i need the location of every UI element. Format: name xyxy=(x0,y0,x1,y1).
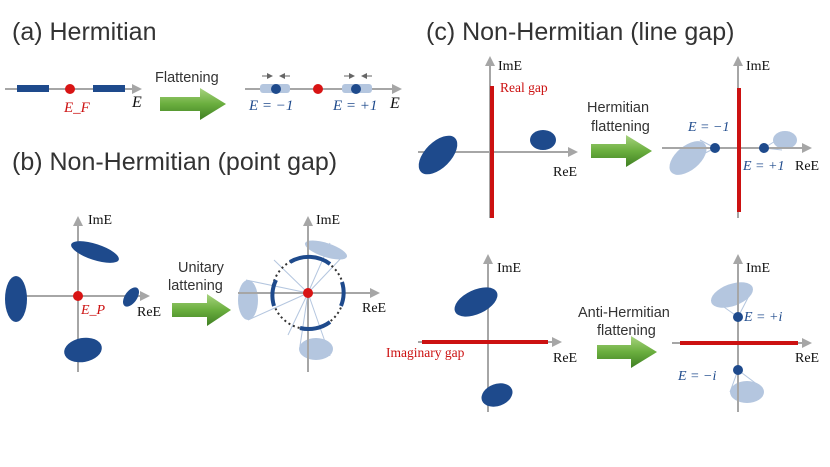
anti-hermitian-flattening-arrow xyxy=(597,336,657,368)
fermi-label: E_F xyxy=(63,100,91,116)
hermitian-label-line1: Hermitian xyxy=(587,100,649,116)
panel-b: (b) Non-Hermitian (point gap) ImE ReE E_… xyxy=(5,148,386,372)
panel-a: (a) Hermitian E_F E Flattening E = −1 E … xyxy=(5,18,402,120)
unitary-flattening-arrow xyxy=(172,294,231,326)
im-axis-label: ImE xyxy=(497,261,521,276)
band-blob xyxy=(64,337,102,363)
flattened-arc xyxy=(288,254,332,266)
panel-a-heading: (a) Hermitian xyxy=(12,18,156,46)
flat-point-minus-i xyxy=(733,365,743,375)
re-axis-label: ReE xyxy=(553,165,577,180)
flattened-arc xyxy=(339,281,346,307)
band-segment-left xyxy=(17,85,49,92)
flattened-arc xyxy=(299,320,332,332)
im-axis-label-right: ImE xyxy=(316,213,340,228)
band-blob xyxy=(481,383,513,407)
flattening-label: Flattening xyxy=(155,70,219,86)
im-axis-label: ImE xyxy=(746,59,770,74)
band-blob xyxy=(123,287,139,307)
flat-point-plus-i xyxy=(733,312,743,322)
anti-hermitian-label-line2: flattening xyxy=(597,323,656,339)
imaginary-gap-label: Imaginary gap xyxy=(386,345,465,360)
re-axis-label: ReE xyxy=(553,351,577,366)
energy-axis-label-right: E xyxy=(389,95,400,112)
panel-c-heading: (c) Non-Hermitian (line gap) xyxy=(426,18,734,46)
re-axis-label-left: ReE xyxy=(137,305,161,320)
faded-band-blob xyxy=(304,240,348,260)
panel-c: (c) Non-Hermitian (line gap) ImE Real ga… xyxy=(386,18,819,412)
band-blob xyxy=(454,287,498,317)
band-segment-right xyxy=(93,85,125,92)
flattening-arrow xyxy=(160,88,226,120)
anti-hermitian-label-line1: Anti-Hermitian xyxy=(578,305,670,321)
unitary-label-line2: lattening xyxy=(168,278,223,294)
reference-point-dot xyxy=(73,291,83,301)
re-axis-label: ReE xyxy=(795,159,819,174)
re-axis-label-right: ReE xyxy=(362,301,386,316)
unitary-label-line1: Unitary xyxy=(178,260,225,276)
im-axis-label: ImE xyxy=(498,59,522,74)
re-axis-label: ReE xyxy=(795,351,819,366)
hermitian-label-line2: flattening xyxy=(591,119,650,135)
faded-band-blob xyxy=(238,280,258,320)
flat-plus-i-label: E = +i xyxy=(743,310,782,325)
band-blob xyxy=(530,130,556,150)
point-gap-label: E_P xyxy=(80,303,106,318)
im-axis-label: ImE xyxy=(746,261,770,276)
flattened-arc xyxy=(270,279,278,307)
flat-band-dot-minus xyxy=(271,84,281,94)
faded-band-blob xyxy=(710,282,754,308)
reference-point-dot-right xyxy=(303,288,313,298)
band-blob xyxy=(418,135,458,175)
energy-axis-label: E xyxy=(131,94,142,111)
faded-band-blob xyxy=(730,381,764,403)
flat-plus-label: E = +1 xyxy=(742,159,784,174)
band-blob xyxy=(71,241,119,263)
flat-plus-label: E = +1 xyxy=(332,98,377,114)
flat-band-dot-plus xyxy=(351,84,361,94)
band-blob xyxy=(5,276,27,322)
hermitian-flattening-arrow xyxy=(591,135,652,167)
fermi-level-dot xyxy=(65,84,75,94)
faded-band-blob xyxy=(669,141,707,175)
im-axis-label-left: ImE xyxy=(88,213,112,228)
flat-point-plus xyxy=(759,143,769,153)
panel-b-heading: (b) Non-Hermitian (point gap) xyxy=(12,148,337,176)
real-gap-label: Real gap xyxy=(500,80,548,95)
flat-minus-label: E = −1 xyxy=(687,120,729,135)
flat-minus-i-label: E = −i xyxy=(677,369,716,384)
faded-band-blob xyxy=(773,131,797,149)
fermi-level-dot-right xyxy=(313,84,323,94)
flat-minus-label: E = −1 xyxy=(248,98,293,114)
flat-point-minus xyxy=(710,143,720,153)
